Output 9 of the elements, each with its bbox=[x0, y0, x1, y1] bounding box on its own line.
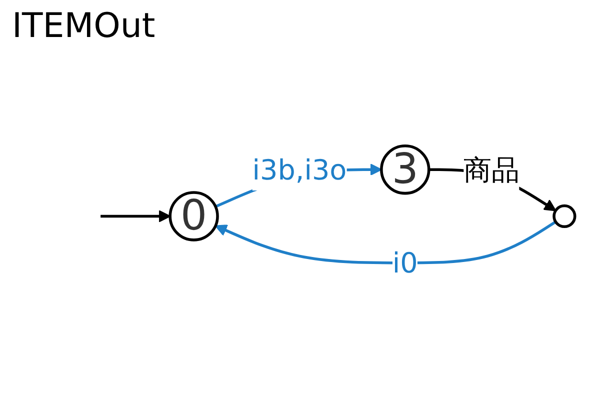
node-circle bbox=[552, 204, 576, 228]
edge-label: i0 bbox=[392, 246, 418, 280]
edge-label: 商品 bbox=[464, 152, 520, 186]
node-circle: 0 bbox=[168, 191, 219, 242]
arrow bbox=[100, 210, 171, 222]
edge-label: i3b,i3o bbox=[252, 152, 347, 186]
node-circle: 3 bbox=[380, 144, 430, 195]
diagram-title: ITEMOut bbox=[12, 6, 156, 46]
arrow bbox=[214, 220, 556, 264]
